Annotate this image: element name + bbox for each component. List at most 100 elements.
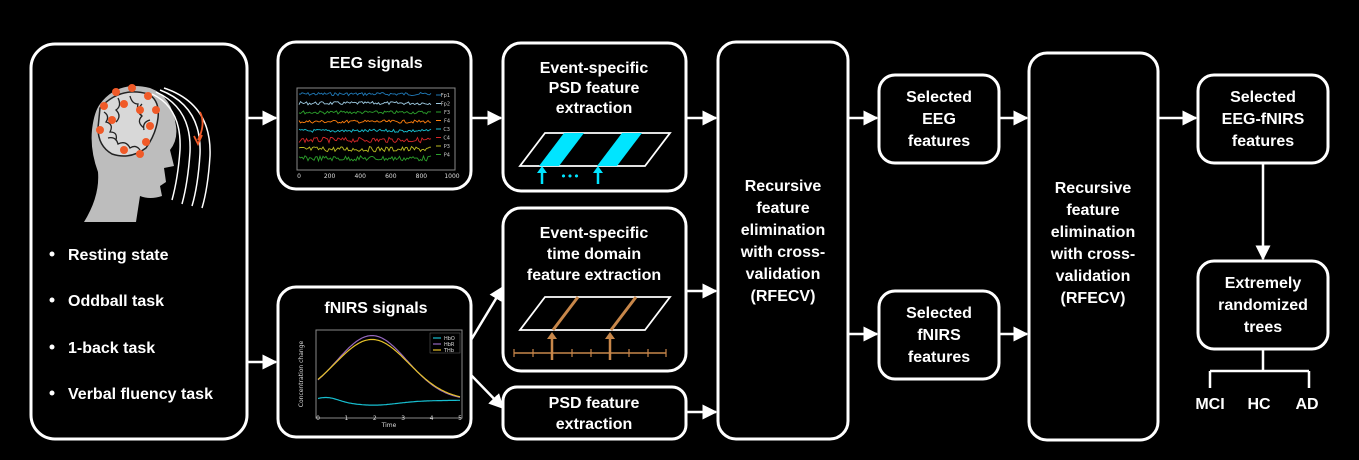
eeg-feature-label: PSD feature bbox=[549, 80, 640, 97]
eeg-channel-label: C4 bbox=[443, 136, 450, 142]
fnirs-psd-label: PSD feature bbox=[549, 395, 640, 412]
eeg-x-tick: 800 bbox=[416, 173, 428, 180]
flow-arrows bbox=[247, 110, 1271, 420]
rfecv-2-label: feature bbox=[1066, 202, 1119, 219]
fnirs-legend-label: HbR bbox=[444, 342, 455, 348]
fnirs-x-tick: 0 bbox=[316, 415, 320, 422]
eeg-x-tick: 400 bbox=[354, 173, 366, 180]
arrow-fnirs-to-time bbox=[469, 285, 505, 341]
eeg-trace bbox=[298, 136, 432, 144]
fnirs-xlabel: Time bbox=[381, 422, 397, 429]
eeg-trace bbox=[298, 154, 432, 163]
selected-combined-box: Selected EEG-fNIRS features bbox=[1196, 73, 1330, 165]
selected-eeg-label: features bbox=[908, 133, 970, 150]
rfecv-1-label: (RFECV) bbox=[751, 288, 816, 305]
eeg-x-tick: 1000 bbox=[444, 173, 459, 180]
rfecv-1-label: Recursive bbox=[745, 178, 822, 195]
eeg-channel-label: Fp1 bbox=[441, 93, 450, 99]
rfecv-box-2: Recursive feature elimination with cross… bbox=[1027, 51, 1160, 442]
fnirs-legend-label: HbO bbox=[444, 336, 455, 342]
rfecv-2-label: with cross- bbox=[1050, 246, 1135, 263]
classifier-label: randomized bbox=[1218, 297, 1308, 314]
class-label-ad: AD bbox=[1295, 396, 1318, 413]
selected-eeg-box: Selected EEG features bbox=[877, 73, 1001, 165]
fnirs-curve-thb bbox=[317, 338, 461, 398]
fnirs-x-tick: 2 bbox=[373, 415, 377, 422]
rfecv-1-label: elimination bbox=[741, 222, 825, 239]
eeg-channel-label: P3 bbox=[444, 144, 450, 150]
fnirs-curve-hbo bbox=[317, 396, 460, 406]
fnirs-time-feature-label: Event-specific bbox=[540, 225, 649, 242]
eeg-trace bbox=[298, 128, 432, 133]
rfecv-2-label: validation bbox=[1056, 268, 1131, 285]
selected-fnirs-label: Selected bbox=[906, 305, 972, 322]
rfecv-2-label: (RFECV) bbox=[1061, 290, 1126, 307]
rfecv-2-label: Recursive bbox=[1055, 180, 1132, 197]
eeg-channel-label: P4 bbox=[444, 153, 450, 159]
fnirs-legend-label: THb bbox=[443, 348, 454, 354]
task-bullet bbox=[49, 251, 55, 257]
fnirs-curves bbox=[317, 335, 461, 406]
fnirs-x-tick: 4 bbox=[430, 415, 434, 422]
eeg-trace bbox=[298, 145, 431, 153]
selected-combined-label: EEG-fNIRS bbox=[1222, 111, 1305, 128]
eeg-trace bbox=[298, 100, 432, 106]
eeg-trace bbox=[298, 119, 432, 124]
arrow-fnirs-to-psd bbox=[470, 374, 505, 410]
task-bullet bbox=[49, 390, 55, 396]
rfecv-2-label: elimination bbox=[1051, 224, 1135, 241]
eeg-trace bbox=[298, 110, 432, 115]
eeg-channel-label: F4 bbox=[444, 119, 450, 125]
fnirs-x-tick: 3 bbox=[401, 415, 405, 422]
eeg-signals-title: EEG signals bbox=[329, 55, 422, 72]
eeg-trace bbox=[298, 91, 432, 97]
fnirs-time-feature-label: feature extraction bbox=[527, 267, 661, 284]
task-list: Resting state Oddball task 1-back task V… bbox=[49, 247, 213, 403]
eeg-feature-label: Event-specific bbox=[540, 60, 649, 77]
selected-fnirs-label: fNIRS bbox=[917, 327, 961, 344]
selected-fnirs-box: Selected fNIRS features bbox=[877, 289, 1001, 381]
task-bullet bbox=[49, 344, 55, 350]
eeg-channel-label: Fp2 bbox=[441, 102, 450, 108]
eeg-x-tick: 0 bbox=[297, 173, 301, 180]
classifier-label: trees bbox=[1244, 319, 1282, 336]
rfecv-1-label: with cross- bbox=[740, 244, 825, 261]
task-bullet bbox=[49, 297, 55, 303]
eeg-x-tick: 600 bbox=[385, 173, 397, 180]
fnirs-window-illustration bbox=[513, 296, 672, 360]
input-box: Resting state Oddball task 1-back task V… bbox=[29, 42, 249, 441]
fnirs-time-feature-label: time domain bbox=[547, 246, 641, 263]
eeg-channel-label: C3 bbox=[443, 127, 450, 133]
selected-eeg-label: EEG bbox=[922, 111, 956, 128]
fnirs-curve-hbr bbox=[317, 335, 461, 398]
fnirs-ylabel: Concentration change bbox=[298, 340, 305, 407]
fnirs-x-tick: 5 bbox=[458, 415, 462, 422]
selected-combined-label: features bbox=[1232, 133, 1294, 150]
eeg-window-illustration: ••• bbox=[518, 132, 672, 184]
class-tree: MCI HC AD bbox=[1195, 349, 1319, 413]
fnirs-psd-label: extraction bbox=[556, 416, 632, 433]
classifier-label: Extremely bbox=[1225, 275, 1302, 292]
class-label-hc: HC bbox=[1247, 396, 1271, 413]
eeg-feature-label: extraction bbox=[556, 100, 632, 117]
selected-eeg-label: Selected bbox=[906, 89, 972, 106]
eeg-window-dots: ••• bbox=[560, 170, 579, 183]
fnirs-psd-feature-box: PSD feature extraction bbox=[501, 385, 688, 441]
eeg-x-tick: 200 bbox=[324, 173, 336, 180]
fnirs-signals-title: fNIRS signals bbox=[324, 300, 427, 317]
task-item: Oddball task bbox=[68, 293, 164, 310]
fnirs-time-feature-box: Event-specific time domain feature extra… bbox=[501, 206, 688, 373]
eeg-channel-label: F3 bbox=[444, 110, 450, 116]
rfecv-1-label: validation bbox=[746, 266, 821, 283]
head-with-electrodes-icon bbox=[84, 84, 211, 222]
fnirs-x-tick: 1 bbox=[344, 415, 348, 422]
task-item: Verbal fluency task bbox=[68, 386, 213, 403]
eeg-x-ticks: 0 200 400 600 800 1000 bbox=[297, 173, 460, 180]
rfecv-1-label: feature bbox=[756, 200, 809, 217]
selected-combined-label: Selected bbox=[1230, 89, 1296, 106]
